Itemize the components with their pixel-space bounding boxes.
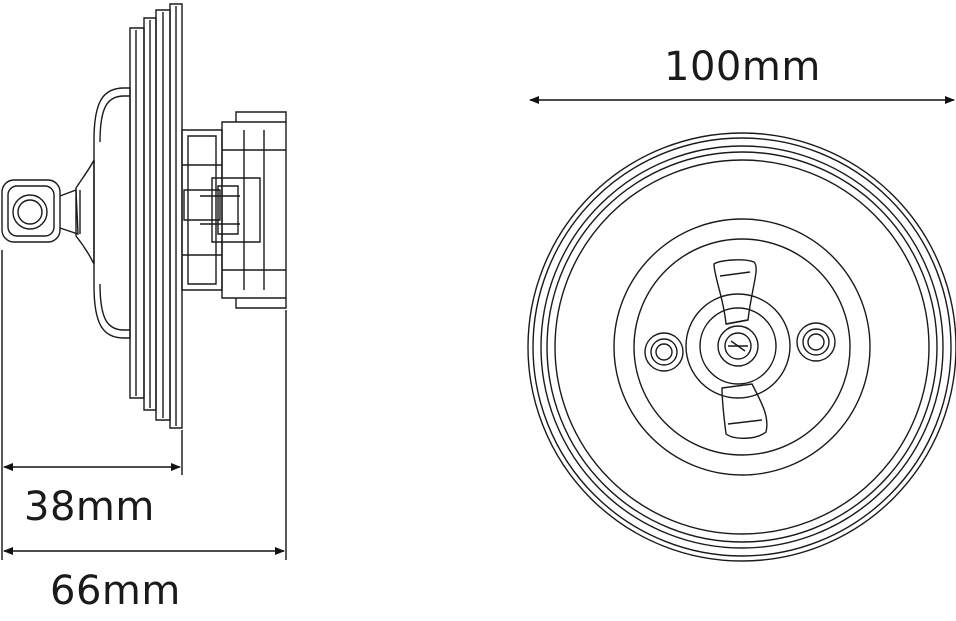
mounting-bracket [2,180,78,242]
terminal-tab-top [714,260,756,324]
center-hub [686,294,790,398]
mounting-hole-left [645,333,683,371]
back-dome [94,88,130,338]
inner-face [614,219,870,475]
front-view [528,133,956,561]
outer-rims [528,133,956,561]
dimension-lines-side [2,250,286,560]
terminal-connector [182,112,286,308]
dimension-label-total-depth: 66mm [50,568,181,614]
dimension-label-body-depth: 38mm [24,484,155,530]
housing-rim [130,4,182,428]
dimension-label-diameter: 100mm [664,44,821,90]
side-view [2,4,286,428]
mounting-hole-right [797,323,835,361]
terminal-tab-bottom [722,384,767,438]
